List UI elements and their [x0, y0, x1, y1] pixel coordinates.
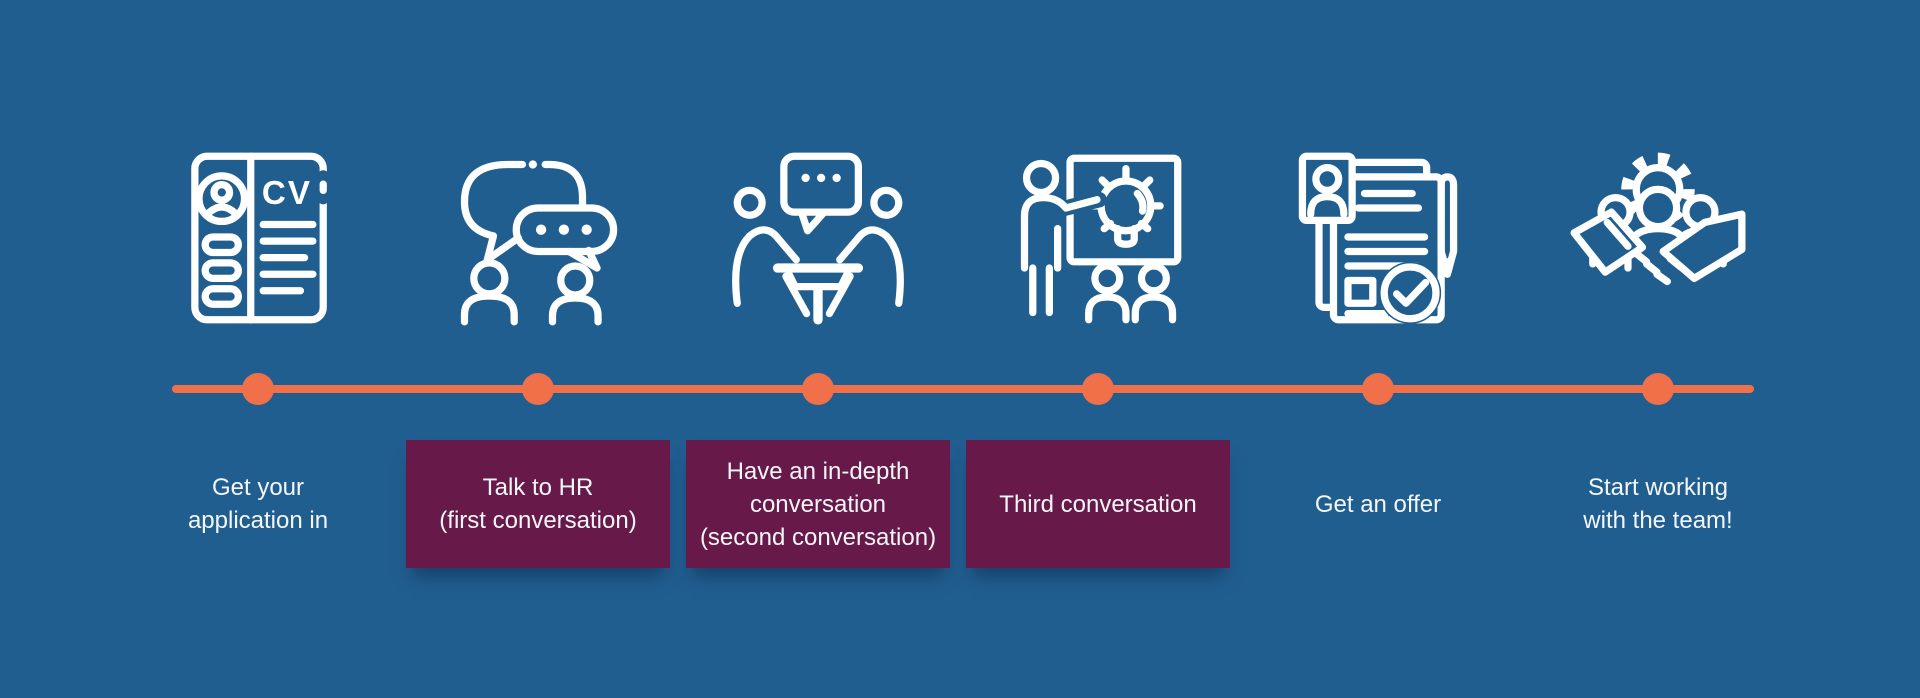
step-label-line: Have an in-depth — [726, 457, 910, 485]
step-label-application: Get your application in — [126, 440, 390, 568]
step-label-get-an-offer: Get an offer — [1246, 440, 1510, 568]
interview-table-icon — [730, 150, 906, 326]
step-label-in-depth-conversation: Have an in-depth conversation (second co… — [686, 440, 950, 568]
timeline-line — [172, 385, 1754, 393]
team-handshake-icon — [1570, 150, 1746, 326]
timeline-dot — [1642, 373, 1674, 405]
step-label-line: Start working — [1587, 474, 1729, 501]
step-label-line: Get your — [211, 474, 305, 501]
step-label-line: Third conversation — [999, 490, 1197, 518]
cv-document-icon: CV — [170, 150, 346, 326]
step-label-line: with the team! — [1583, 507, 1733, 534]
step-label-line: Talk to HR — [482, 474, 594, 501]
step-label-line: Get an offer — [1314, 490, 1442, 518]
step-label-line: (second conversation) — [699, 523, 937, 551]
timeline-dot — [1082, 373, 1114, 405]
timeline-dot — [522, 373, 554, 405]
step-label-talk-to-hr: Talk to HR (first conversation) — [406, 440, 670, 568]
timeline-dot — [1362, 373, 1394, 405]
timeline-dot — [802, 373, 834, 405]
step-label-start-working: Start working with the team! — [1526, 440, 1790, 568]
step-label-line: conversation — [749, 490, 887, 518]
chat-conversation-icon — [450, 150, 626, 326]
offer-contract-icon — [1290, 150, 1466, 326]
presentation-lightbulb-icon — [1010, 150, 1186, 326]
timeline-dot — [242, 373, 274, 405]
step-label-line: (first conversation) — [439, 507, 637, 534]
step-label-third-conversation: Third conversation — [966, 440, 1230, 568]
cv-icon-text: CV — [262, 175, 312, 212]
step-label-line: application in — [187, 507, 329, 534]
